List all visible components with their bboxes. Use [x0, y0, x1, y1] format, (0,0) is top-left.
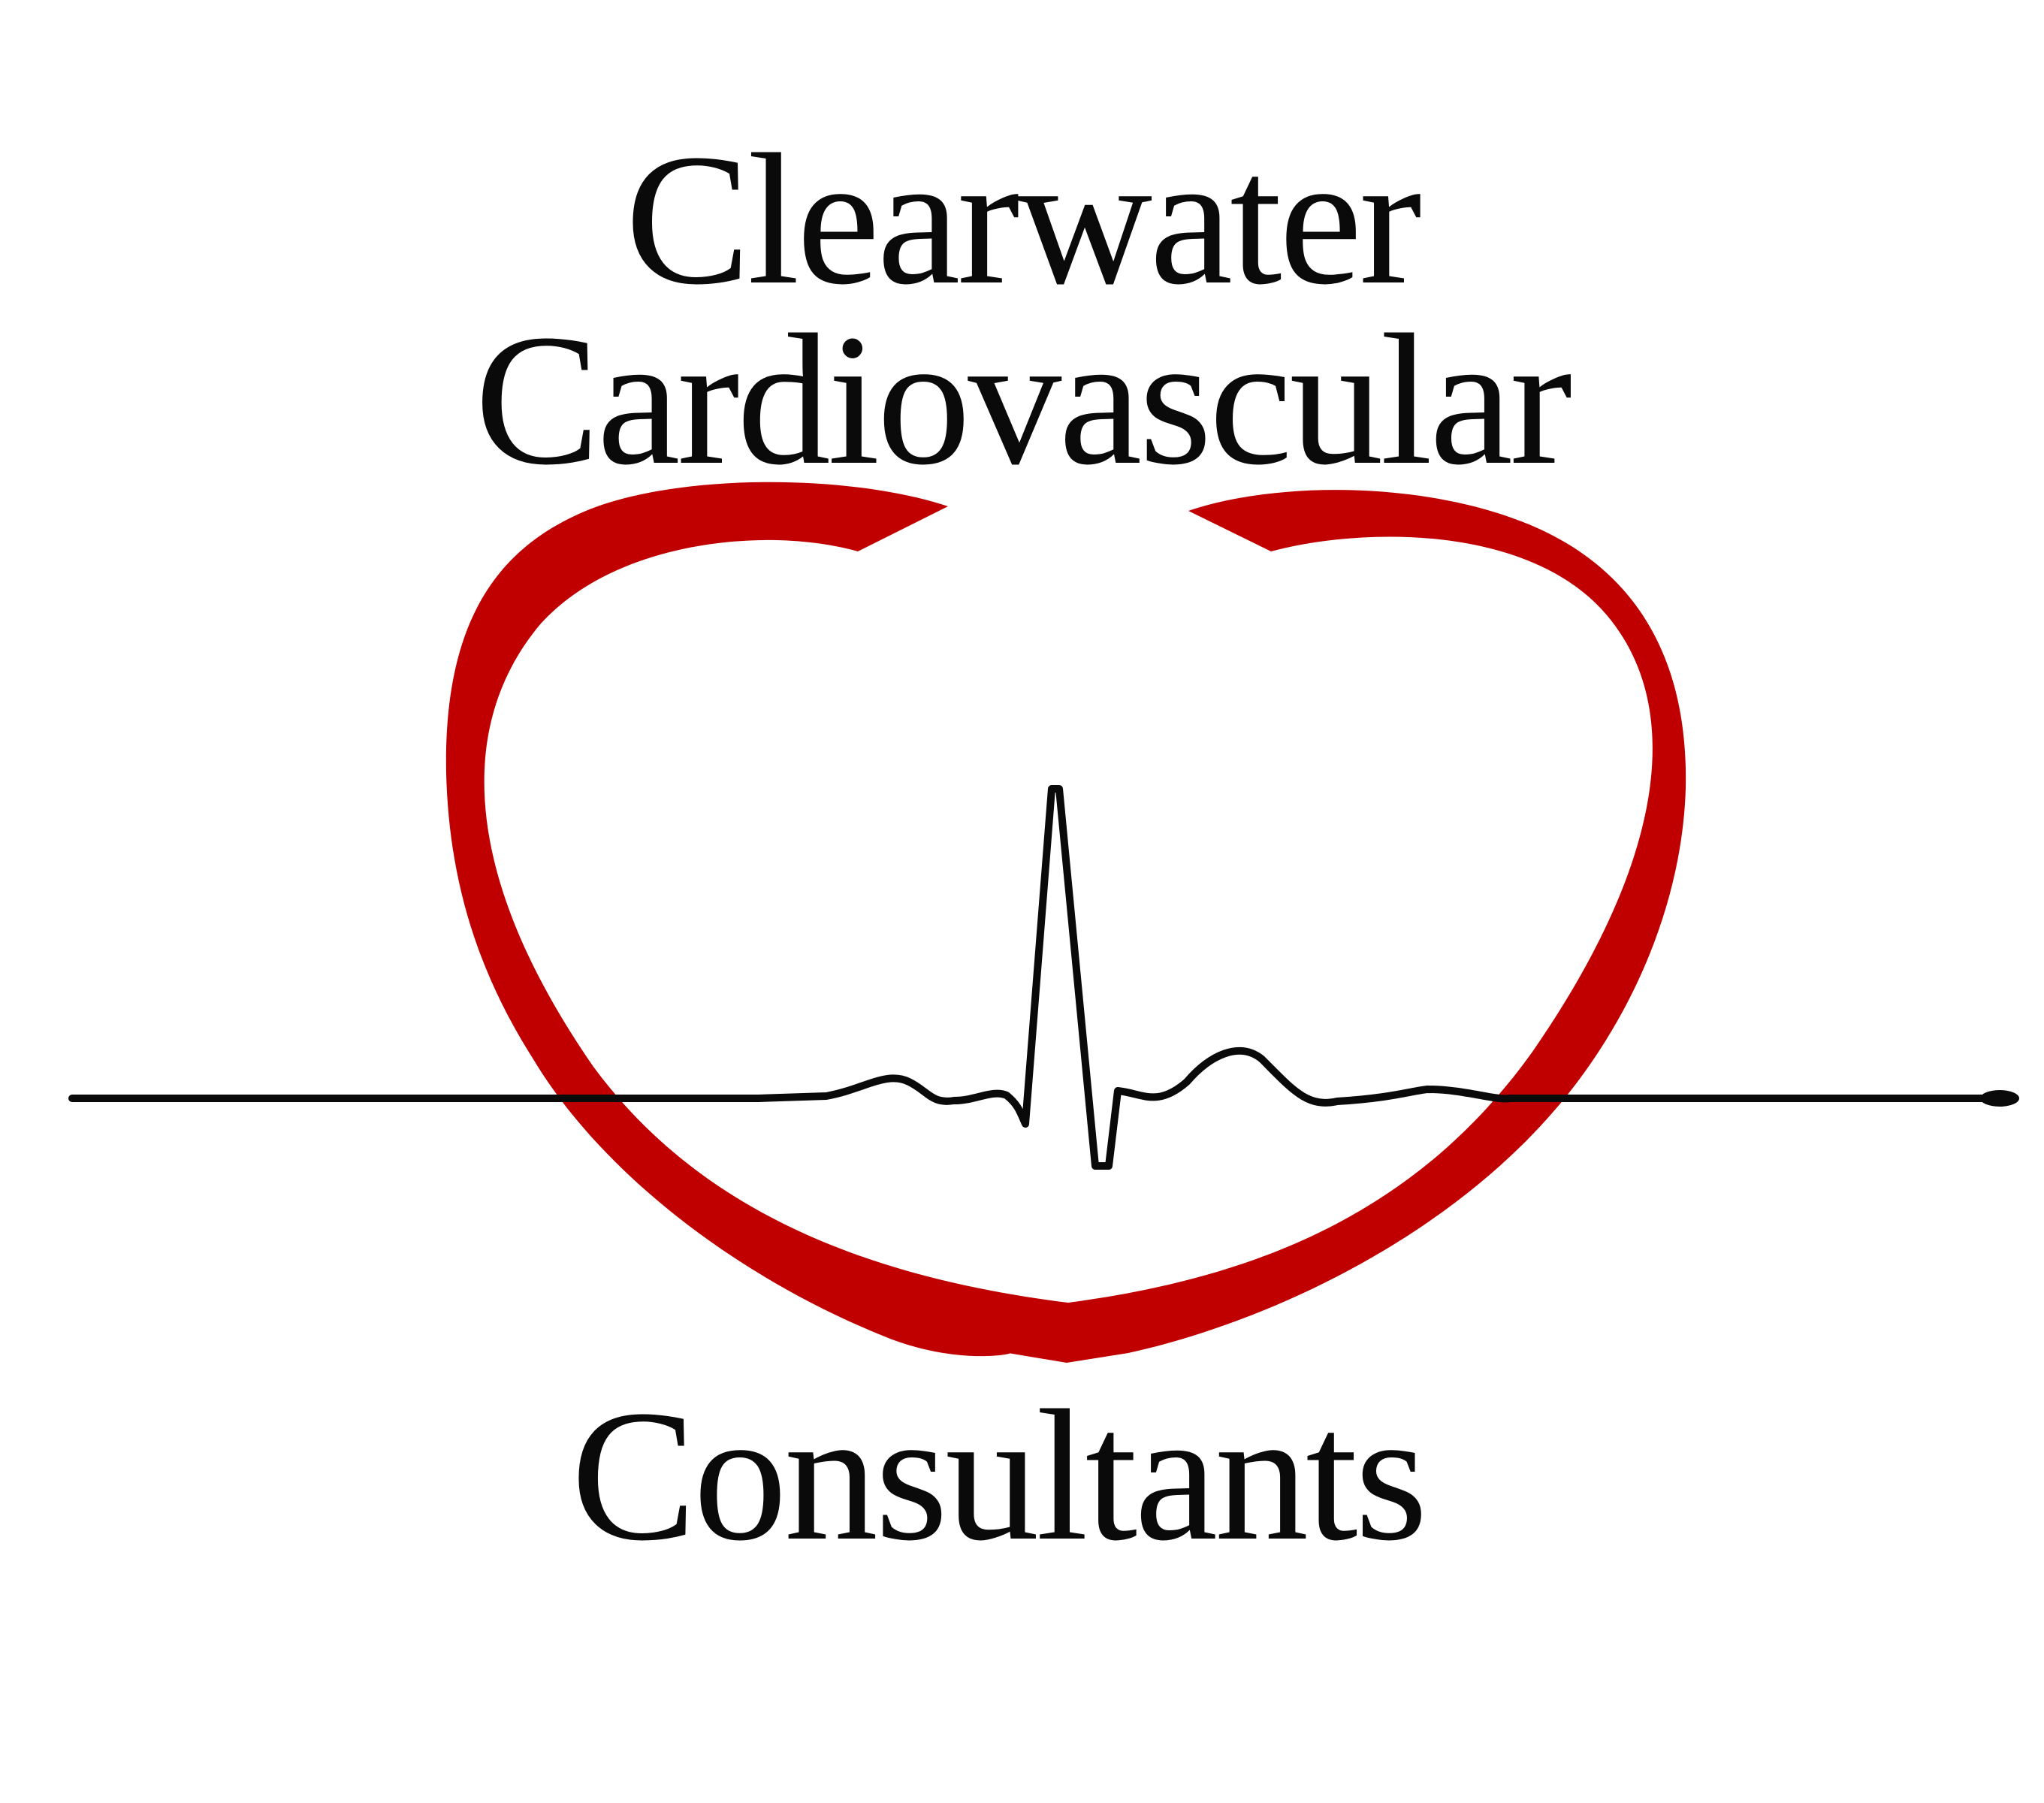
logo-text-line1: Clearwater	[625, 116, 1422, 324]
heart-ribbon	[445, 482, 1686, 1363]
logo-text-line2: Cardiovascular	[474, 296, 1572, 504]
ecg-terminal	[1980, 1090, 2019, 1107]
logo-text-line3: Consultants	[571, 1372, 1428, 1580]
ecg-trace	[68, 785, 1987, 1170]
